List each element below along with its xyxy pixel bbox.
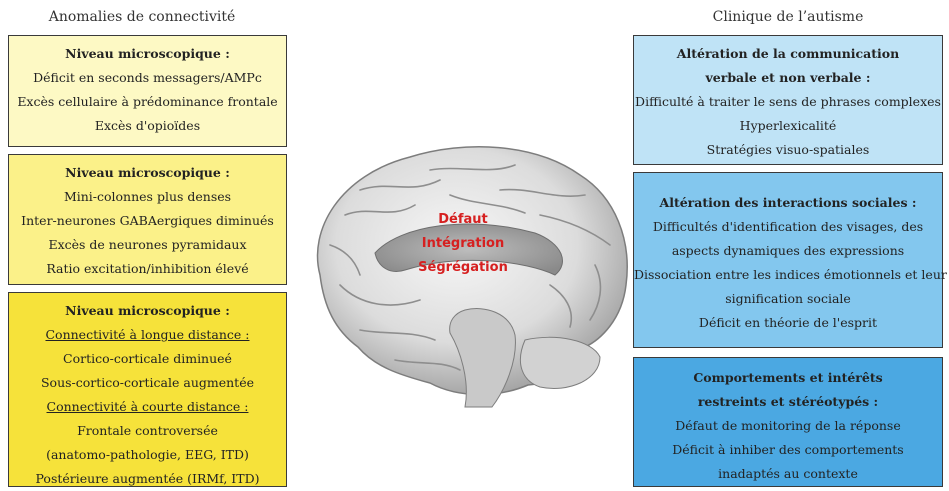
- box-line: aspects dynamiques des expressions: [671, 243, 905, 258]
- box-line: Difficultés d'identification des visages…: [652, 219, 924, 234]
- box-line: Excès de neurones pyramidaux: [48, 237, 247, 252]
- box-line: Hyperlexicalité: [739, 118, 837, 133]
- box-line: (anatomo-pathologie, EEG, ITD): [46, 447, 249, 462]
- brain-label-segregation: Ségrégation: [418, 260, 508, 275]
- box-line: Stratégies visuo-spatiales: [706, 142, 870, 157]
- box-heading: Niveau microscopique :: [65, 303, 230, 318]
- box-line: Défaut de monitoring de la réponse: [675, 418, 901, 433]
- box-heading: Altération des interactions sociales :: [659, 195, 917, 210]
- box-heading: Altération de la communication: [676, 46, 900, 61]
- box-line: Dissociation entre les indices émotionne…: [634, 267, 947, 282]
- brainstem: [449, 308, 516, 408]
- box-line: Excès d'opioïdes: [94, 118, 201, 133]
- box-line: Inter-neurones GABAergiques diminués: [21, 213, 274, 228]
- box-line: Excès cellulaire à prédominance frontale: [17, 94, 278, 109]
- box-line: inadaptés au contexte: [718, 466, 858, 481]
- box-heading: verbale et non verbale :: [705, 70, 871, 85]
- left-column-title: Anomalies de connectivité: [48, 9, 236, 25]
- box-line: Sous-cortico-corticale augmentée: [40, 375, 255, 390]
- left-box-2: Niveau microscopique : Mini-colonnes plu…: [8, 154, 287, 285]
- left-box-3: Niveau microscopique : Connectivité à lo…: [8, 292, 287, 487]
- brain-illustration: [316, 146, 628, 408]
- box-heading: restreints et stéréotypés :: [697, 394, 879, 409]
- box-line: Déficit en théorie de l'esprit: [698, 315, 878, 330]
- box-subheading: Connectivité à courte distance :: [46, 399, 249, 414]
- right-column-title: Clinique de l’autisme: [712, 9, 864, 25]
- brain-label-defaut: Défaut: [438, 212, 488, 227]
- box-line: Frontale controversée: [77, 423, 218, 438]
- corpus-callosum: [374, 223, 563, 276]
- brain-label-integration: Intégration: [421, 236, 505, 251]
- box-heading: Niveau microscopique :: [65, 165, 230, 180]
- box-line: Cortico-corticale diminueé: [63, 351, 232, 366]
- box-line: Mini-colonnes plus denses: [63, 189, 232, 204]
- box-heading: Comportements et intérêts: [693, 370, 883, 385]
- box-subheading: Connectivité à longue distance :: [45, 327, 250, 342]
- right-box-3: Comportements et intérêts restreints et …: [633, 357, 943, 487]
- left-box-1: Niveau microscopique : Déficit en second…: [8, 35, 287, 147]
- box-line: signification sociale: [725, 291, 851, 306]
- box-line: Ratio excitation/inhibition élevé: [46, 261, 249, 276]
- box-line: Déficit à inhiber des comportements: [672, 442, 904, 457]
- right-box-1: Altération de la communication verbale e…: [633, 35, 943, 165]
- right-box-2: Altération des interactions sociales : D…: [633, 172, 947, 348]
- box-heading: Niveau microscopique :: [65, 46, 230, 61]
- cerebellum: [520, 336, 601, 389]
- box-line: Difficulté à traiter le sens de phrases …: [635, 94, 941, 109]
- box-line: Postérieure augmentée (IRMf, ITD): [35, 471, 260, 486]
- box-line: Déficit en seconds messagers/AMPc: [33, 70, 262, 85]
